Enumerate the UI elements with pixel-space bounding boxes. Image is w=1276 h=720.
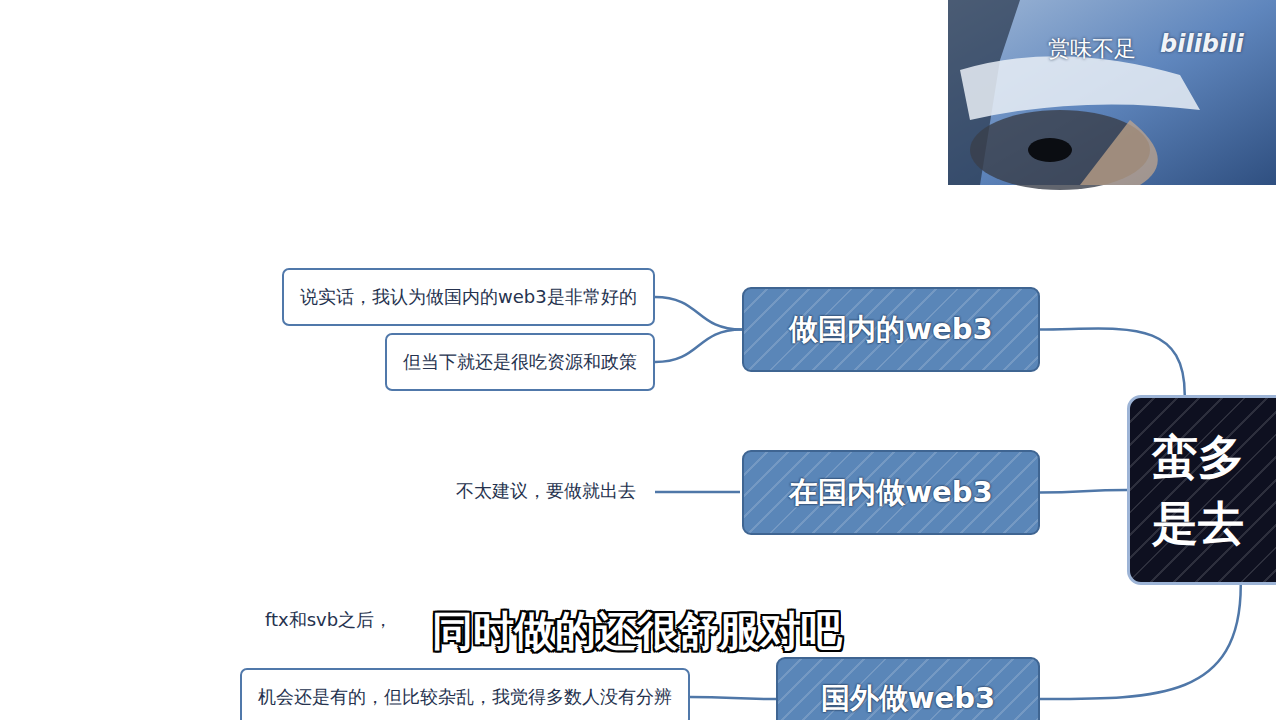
watermark: 赏味不足 bbox=[1048, 34, 1136, 64]
branch-box: 做国内的web3 bbox=[742, 287, 1040, 372]
branch-connector bbox=[655, 330, 742, 363]
branch-connector bbox=[655, 297, 742, 330]
root-box: 蛮多 是去 bbox=[1127, 395, 1276, 585]
note-box: 机会还是有的，但比较杂乱，我觉得多数人没有分辨 bbox=[240, 668, 690, 720]
branch-box: 国外做web3 bbox=[776, 657, 1040, 720]
node-text: 在国内做web3 bbox=[789, 473, 992, 513]
branch-box: 在国内做web3 bbox=[742, 450, 1040, 535]
subtitle: 同时做的还很舒服对吧 bbox=[432, 604, 842, 659]
node-text: 但当下就还是很吃资源和政策 bbox=[403, 351, 637, 372]
node-text: 国外做web3 bbox=[821, 679, 995, 719]
node-text: 机会还是有的，但比较杂乱，我觉得多数人没有分辨 bbox=[258, 686, 672, 707]
branch-connector bbox=[1040, 329, 1185, 395]
node-text: 做国内的web3 bbox=[789, 310, 992, 350]
note-box: 但当下就还是很吃资源和政策 bbox=[385, 333, 655, 391]
watermark: bilibili bbox=[1160, 30, 1244, 58]
note-text: ftx和svb之后， bbox=[265, 608, 392, 632]
branch-connector bbox=[1040, 585, 1241, 699]
branch-connector bbox=[1040, 490, 1127, 493]
node-text: 说实话，我认为做国内的web3是非常好的 bbox=[300, 286, 637, 307]
branch-connector bbox=[690, 697, 776, 699]
note-box: 说实话，我认为做国内的web3是非常好的 bbox=[282, 268, 655, 326]
node-text: 蛮多 是去 bbox=[1152, 424, 1262, 556]
note-text: 不太建议，要做就出去 bbox=[456, 479, 636, 503]
